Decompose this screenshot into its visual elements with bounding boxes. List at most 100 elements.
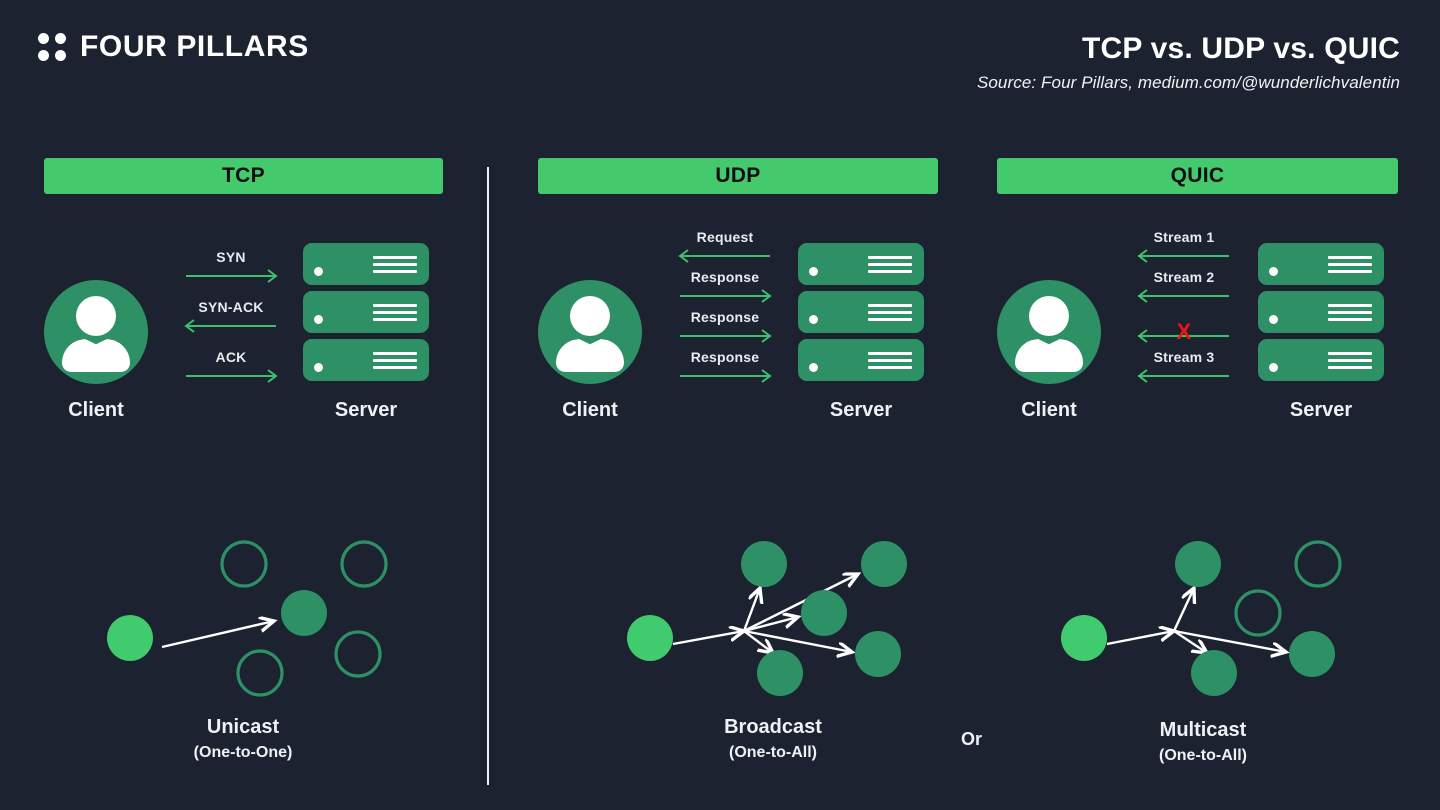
arrow-left-icon xyxy=(1137,289,1229,303)
cast-subtitle-multicast: (One-to-All) xyxy=(1159,747,1247,764)
server-rack-quic xyxy=(1258,243,1384,387)
arrow-right-icon xyxy=(680,369,772,383)
server-lines-icon xyxy=(868,352,912,373)
banner-label-udp: UDP xyxy=(715,164,761,187)
server-led-icon xyxy=(809,363,818,372)
cast-diagram-multicast xyxy=(1038,520,1368,710)
server-lines-icon xyxy=(1328,304,1372,325)
server-block xyxy=(798,291,924,333)
server-label-udp: Server xyxy=(829,399,893,421)
avatar-head-icon xyxy=(1029,296,1069,336)
server-label-quic: Server xyxy=(1289,399,1353,421)
arrow-right-icon xyxy=(186,369,278,383)
message-row: Response xyxy=(678,349,772,393)
server-lines-icon xyxy=(1328,256,1372,277)
or-label: Or xyxy=(961,729,983,749)
cast-graph-multicast xyxy=(1061,540,1342,696)
cast-diagram-broadcast xyxy=(608,520,938,710)
avatar-body-icon xyxy=(1015,339,1083,372)
server-block xyxy=(1258,243,1384,285)
arrow-right-icon xyxy=(680,329,772,343)
message-row: Response xyxy=(678,269,772,313)
server-lines-icon xyxy=(373,304,417,325)
server-block xyxy=(303,291,429,333)
server-lines-icon xyxy=(1328,352,1372,373)
blocked-x-icon: X xyxy=(1176,319,1192,344)
server-block xyxy=(303,339,429,381)
client-label-tcp: Client xyxy=(68,399,124,421)
message-row: X xyxy=(1137,313,1231,353)
source-attribution: Source: Four Pillars, medium.com/@wunder… xyxy=(976,73,1400,92)
server-led-icon xyxy=(1269,315,1278,324)
message-row: SYN-ACK xyxy=(184,299,278,353)
cast-title-multicast: Multicast xyxy=(1159,719,1247,741)
cast-graph-unicast xyxy=(107,540,388,697)
server-lines-icon xyxy=(868,304,912,325)
cast-title-broadcast: Broadcast xyxy=(724,716,822,738)
client-avatar-udp xyxy=(538,280,642,384)
message-row: Stream 3 xyxy=(1137,349,1231,393)
server-lines-icon xyxy=(373,352,417,373)
banner-quic: QUIC xyxy=(997,158,1398,194)
banner-tcp: TCP xyxy=(44,158,443,194)
server-led-icon xyxy=(809,267,818,276)
message-list-quic: Stream 1 Stream 2 X Stream 3 xyxy=(1137,229,1231,393)
message-list-tcp: SYN SYN-ACK ACK xyxy=(184,249,278,403)
server-led-icon xyxy=(1269,363,1278,372)
message-row: Stream 1 xyxy=(1137,229,1231,273)
message-label: SYN xyxy=(216,249,246,265)
server-led-icon xyxy=(1269,267,1278,276)
cast-diagram-unicast xyxy=(78,520,408,710)
server-rack-udp xyxy=(798,243,924,387)
server-led-icon xyxy=(314,267,323,276)
message-row: Request xyxy=(678,229,772,273)
client-avatar-quic xyxy=(997,280,1101,384)
server-led-icon xyxy=(314,363,323,372)
message-label: ACK xyxy=(215,349,247,365)
arrow-left-icon xyxy=(184,319,276,333)
client-label-udp: Client xyxy=(562,399,618,421)
arrow-left-icon xyxy=(1137,249,1229,263)
arrow-left-icon xyxy=(1137,329,1229,343)
banner-label-quic: QUIC xyxy=(1170,164,1225,187)
client-label-quic: Client xyxy=(1021,399,1077,421)
message-label: Stream 3 xyxy=(1153,349,1215,365)
avatar-body-icon xyxy=(62,339,130,372)
avatar-head-icon xyxy=(76,296,116,336)
server-rack-tcp xyxy=(303,243,429,387)
arrow-left-icon xyxy=(678,249,770,263)
cast-subtitle-broadcast: (One-to-All) xyxy=(729,744,817,761)
cast-graph-broadcast xyxy=(627,541,907,696)
message-label: Stream 2 xyxy=(1153,269,1215,285)
section-divider xyxy=(487,167,489,785)
message-row: Stream 2 xyxy=(1137,269,1231,313)
server-led-icon xyxy=(809,315,818,324)
message-label: Response xyxy=(690,349,760,365)
brand-name: FOUR PILLARS xyxy=(80,30,309,63)
message-label: Request xyxy=(696,229,754,245)
message-label: Response xyxy=(690,269,760,285)
page-title: TCP vs. UDP vs. QUIC xyxy=(1081,32,1400,65)
arrow-right-icon xyxy=(186,269,278,283)
server-block xyxy=(1258,339,1384,381)
server-block xyxy=(1258,291,1384,333)
message-row: Response xyxy=(678,309,772,353)
banner-udp: UDP xyxy=(538,158,938,194)
server-lines-icon xyxy=(373,256,417,277)
arrow-left-icon xyxy=(1137,369,1229,383)
server-block xyxy=(303,243,429,285)
server-block xyxy=(798,243,924,285)
message-row: SYN xyxy=(184,249,278,303)
server-label-tcp: Server xyxy=(334,399,398,421)
message-label: SYN-ACK xyxy=(198,299,264,315)
arrow-right-icon xyxy=(680,289,772,303)
message-label: Stream 1 xyxy=(1153,229,1215,245)
message-label: Response xyxy=(690,309,760,325)
server-lines-icon xyxy=(868,256,912,277)
banner-label-tcp: TCP xyxy=(222,164,265,187)
cast-subtitle-unicast: (One-to-One) xyxy=(193,744,293,761)
brand-logo: FOUR PILLARS xyxy=(38,32,309,62)
client-avatar-tcp xyxy=(44,280,148,384)
